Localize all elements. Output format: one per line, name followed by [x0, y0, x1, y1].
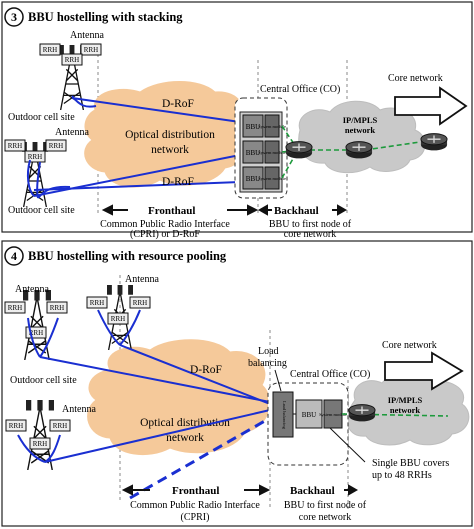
panel-3-bbu-node-line1: BBU to first node of	[269, 219, 352, 230]
panel-3-backhaul: Backhaul	[274, 205, 319, 217]
router-icon	[285, 140, 313, 160]
svg-text:RRH: RRH	[111, 315, 125, 323]
panel-3-ipmpls-line2: network	[345, 125, 375, 135]
svg-text:RRH: RRH	[8, 304, 22, 312]
svg-text:RRH: RRH	[49, 142, 63, 150]
svg-text:RRH: RRH	[33, 440, 47, 448]
panel-4-fibers	[17, 309, 271, 463]
panel-4-title: BBU hostelling with resource pooling	[28, 249, 227, 263]
panel-4-fronthaul: Fronthaul	[172, 485, 219, 497]
panel-4-number: 4	[11, 249, 17, 263]
svg-text:RRH: RRH	[29, 329, 43, 337]
svg-text:RRH: RRH	[53, 422, 67, 430]
panel-3-optical-cloud	[84, 81, 248, 188]
panel-4-rrh-group-right: RRH RRH RRH	[86, 296, 151, 325]
svg-text:BBU: BBU	[246, 149, 260, 157]
panel-4-interface-line1: Common Public Radio Interface	[130, 500, 260, 511]
panel-4: 4 BBU hostelling with resource pooling O…	[1, 240, 473, 527]
panel-4-antenna-left: Antenna	[15, 284, 49, 295]
panel-4-single-bbu-line2: up to 48 RRHs	[372, 470, 432, 481]
panel-4-core-network: Core network	[382, 340, 437, 351]
svg-text:RRH: RRH	[133, 299, 147, 307]
panel-4-rrh-group-left: RRH RRH RRH	[4, 301, 68, 339]
panel-3-fibers	[26, 95, 241, 199]
panel-4-antenna-right: Antenna	[125, 274, 159, 285]
panel-4-optical-line1: Optical distribution	[140, 417, 230, 429]
panel-4-frame	[1, 240, 473, 527]
panel-4-bbu-node-line2: core network	[299, 512, 351, 523]
panel-3-drof-top: D-RoF	[162, 98, 194, 110]
svg-text:BBU: BBU	[302, 411, 316, 419]
panel-3-rrh-group-bottom: RRH RRH RRH	[4, 139, 67, 163]
bbu-rack-icon: BBU BBU BBU System module System module …	[239, 111, 286, 193]
panel-3-site-top: Outdoor cell site	[8, 112, 75, 123]
panel-4-bbu-node-line1: BBU to first node of	[284, 500, 367, 511]
svg-text:RRH: RRH	[28, 153, 42, 161]
panel-4-optical-line2: network	[166, 432, 204, 444]
panel-4-central-office: Central Office (CO)	[290, 369, 370, 380]
panel-4-load-pointer	[274, 369, 282, 392]
svg-text:System module: System module	[258, 150, 286, 155]
panel-3: 3 BBU hostelling with stacking Optical d…	[1, 1, 473, 233]
panel-4-rrh-group-bottom: RRH RRH RRH	[5, 419, 71, 450]
cell-tower-icon	[22, 290, 52, 360]
svg-text:Load balancing: Load balancing	[282, 401, 287, 430]
panel-3-antenna-mid: Antenna	[55, 127, 89, 138]
svg-text:BBU: BBU	[246, 175, 260, 183]
panel-3-optical-line1: Optical distribution	[125, 129, 215, 141]
panel-3-fronthaul: Fronthaul	[148, 205, 195, 217]
panel-3-optical-line2: network	[151, 144, 189, 156]
panel-3-bbu-node-line2: core network	[284, 229, 336, 240]
panel-3-haul-arrows	[101, 204, 348, 216]
panel-4-backhaul: Backhaul	[290, 485, 335, 497]
panel-3-drof-bottom: D-RoF	[162, 176, 194, 188]
router-icon	[345, 140, 373, 160]
panel-3-antenna-top: Antenna	[70, 30, 104, 41]
router-icon	[348, 403, 376, 423]
svg-text:RRH: RRH	[65, 56, 79, 64]
panel-4-load-line2: balancing	[248, 358, 287, 369]
svg-text:RRH: RRH	[9, 422, 23, 430]
svg-text:System module: System module	[258, 176, 286, 181]
panel-3-rrh-group-top: RRH RRH RRH	[39, 43, 102, 66]
panel-3-central-office: Central Office (CO)	[260, 84, 340, 95]
arrow-right-icon	[394, 86, 468, 126]
router-icon	[420, 132, 448, 152]
panel-4-interface-line2: (CPRI)	[181, 512, 210, 523]
panel-4-antenna-bottom: Antenna	[62, 404, 96, 415]
svg-text:RRH: RRH	[84, 46, 98, 54]
panel-3-number: 3	[11, 10, 17, 24]
panel-4-ipmpls-line2: network	[390, 405, 420, 415]
svg-text:RRH: RRH	[50, 304, 64, 312]
panel-4-site-label: Outdoor cell site	[10, 375, 77, 386]
panel-3-ipmpls-line1: IP/MPLS	[343, 115, 378, 125]
svg-text:System module: System module	[258, 124, 286, 129]
panel-3-core-network: Core network	[388, 73, 443, 84]
panel-4-future-fiber	[129, 416, 271, 500]
panel-4-load-line1: Load	[258, 346, 279, 357]
panel-3-interface-line1: Common Public Radio Interface	[100, 219, 230, 230]
svg-text:RRH: RRH	[90, 299, 104, 307]
panel-3-site-bottom: Outdoor cell site	[8, 205, 75, 216]
svg-text:System module: System module	[319, 412, 347, 417]
panel-4-single-bbu-line1: Single BBU covers	[372, 458, 449, 469]
panel-4-number-badge	[4, 246, 24, 266]
panel-3-number-badge	[4, 7, 24, 27]
panel-3-title: BBU hostelling with stacking	[28, 10, 183, 24]
svg-text:BBU: BBU	[246, 123, 260, 131]
panel-3-interface-line2-visible: (CPRI) or D-RoF	[130, 229, 200, 240]
panel-4-single-bbu-pointer	[329, 427, 366, 463]
panel-4-haul-arrows	[121, 484, 359, 496]
svg-text:RRH: RRH	[43, 46, 57, 54]
svg-text:RRH: RRH	[8, 142, 22, 150]
panel-4-drof: D-RoF	[190, 364, 222, 376]
arrow-right-icon	[384, 351, 464, 391]
panel-4-ipmpls-line1: IP/MPLS	[388, 395, 423, 405]
